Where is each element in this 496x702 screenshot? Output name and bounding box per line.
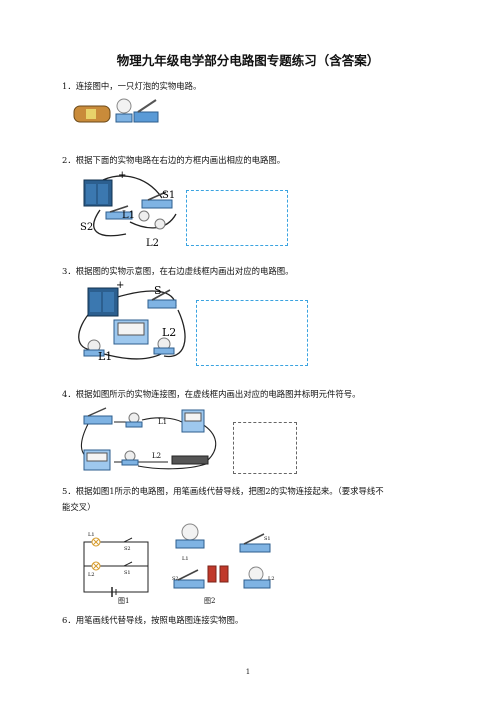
label-l1: L1: [122, 210, 135, 221]
question-text: 用笔画线代替导线，按照电路图连接实物图。: [75, 615, 244, 625]
label-l1: L1: [182, 556, 189, 562]
switch-icon: [173, 579, 205, 589]
question-1: 1．连接图中，一只灯泡的实物电路。: [62, 80, 201, 92]
bulb-icon: [154, 218, 166, 230]
question-4: 4．根据如图所示的实物连接图，在虚线框内画出对应的电路图并标明元件符号。: [62, 388, 360, 400]
label-s1: S1: [264, 536, 271, 542]
label-l2: L2: [88, 572, 95, 578]
label-l1: L1: [88, 532, 95, 538]
wire: [80, 417, 217, 470]
switch-icon: [83, 415, 113, 425]
q3-figure: + S L1 L2: [78, 280, 186, 363]
bulb-icon: [181, 523, 199, 541]
question-3: 3．根据图的实物示意图，在右边虚线框内画出对应的电路图。: [62, 265, 293, 277]
bulb-icon: [116, 98, 132, 114]
switch-lever-icon: [137, 99, 157, 113]
battery-icon: [207, 565, 217, 583]
label-s2: S2: [80, 222, 93, 233]
question-number: 4．: [62, 389, 76, 399]
battery-icon: [219, 565, 229, 583]
switch-base-icon: [133, 111, 159, 123]
question-5-continued: 能交叉）: [62, 502, 96, 512]
page-title: 物理九年级电学部分电路图专题练习（含答案）: [116, 53, 380, 68]
q1-figure: [73, 98, 159, 123]
bulb-base-icon: [115, 113, 133, 123]
label-l2: L2: [162, 326, 176, 339]
label-s: S: [154, 284, 162, 297]
switch-symbol-icon: [123, 537, 133, 543]
question-2: 2．根据下面的实物电路在右边的方框内画出相应的电路图。: [62, 154, 285, 166]
question-number: 2．: [62, 155, 76, 165]
q2-figure: + S1 S2 L1 L2: [80, 170, 177, 249]
q5-components-figure: L1 S1 S2 L2: [172, 523, 275, 589]
label-l2: L2: [268, 576, 275, 582]
label-l2: L2: [146, 238, 159, 249]
bulb-icon: [248, 566, 264, 582]
q4-figure: L1 L2: [80, 407, 217, 471]
question-number: 1．: [62, 81, 76, 91]
fig1-caption: 图1: [118, 597, 130, 605]
switch-icon: [105, 211, 133, 220]
question-text: 根据如图1所示的电路图，用笔画线代替导线，把图2的实物连接起来。（要求导线不: [75, 486, 384, 496]
question-text: 根据如图所示的实物连接图，在虚线框内画出对应的电路图并标明元件符号。: [75, 389, 361, 399]
fig2-caption: 图2: [204, 597, 216, 605]
label-l1: L1: [98, 350, 112, 363]
label-s1: S1: [162, 190, 175, 201]
page-number: 1: [245, 668, 251, 676]
answer-box-q2: [186, 190, 288, 246]
switch-symbol-icon: [123, 561, 133, 567]
label-s2: S2: [172, 576, 179, 582]
battery-icon: [171, 455, 209, 465]
label-l2: L2: [152, 452, 161, 460]
answer-box-q3: [196, 300, 308, 366]
plus-sign: +: [116, 280, 124, 291]
label-s1: S1: [124, 570, 131, 576]
question-number: 3．: [62, 266, 76, 276]
plus-sign: +: [118, 170, 126, 181]
question-text: 根据图的实物示意图，在右边虚线框内画出对应的电路图。: [75, 266, 294, 276]
question-number: 5．: [62, 486, 76, 496]
label-s2: S2: [124, 546, 131, 552]
q5-circuit-diagram: L1 S2 L2 S1: [83, 532, 149, 597]
bulb-icon: [138, 210, 150, 222]
question-text: 连接图中，一只灯泡的实物电路。: [75, 81, 202, 91]
question-number: 6．: [62, 615, 76, 625]
switch-icon: [141, 199, 173, 209]
answer-box-q4: [233, 422, 297, 474]
question-text: 根据下面的实物电路在右边的方框内画出相应的电路图。: [75, 155, 286, 165]
wire: [78, 290, 186, 360]
question-5: 5．根据如图1所示的电路图，用笔画线代替导线，把图2的实物连接起来。（要求导线不: [62, 485, 384, 497]
switch-icon: [239, 543, 271, 553]
question-6: 6．用笔画线代替导线，按照电路图连接实物图。: [62, 614, 243, 626]
switch-icon: [147, 299, 177, 309]
label-l1: L1: [158, 418, 167, 426]
